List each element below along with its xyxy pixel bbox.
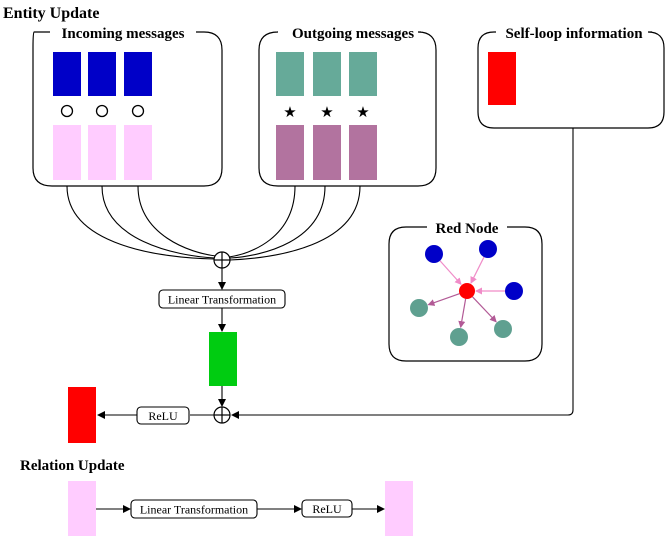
in-neighbor-node	[425, 245, 443, 263]
relation-linear-transform-label: Linear Transformation	[140, 503, 248, 517]
outgoing-entity-bar	[276, 52, 304, 96]
composition-circle-icon	[60, 104, 74, 118]
outgoing-relation-bar	[313, 125, 341, 180]
composition-star-icon: ★	[356, 105, 369, 121]
red-node-box	[388, 226, 543, 362]
self-loop-title: Self-loop information	[505, 26, 643, 42]
outgoing-messages-group: Outgoing messages ★ ★ ★	[258, 26, 437, 187]
composition-circle-icon	[131, 104, 145, 118]
incoming-relation-bar	[88, 125, 116, 180]
composition-star-icon: ★	[283, 105, 296, 121]
out-neighbor-node	[450, 328, 468, 346]
incoming-messages-group: Incoming messages	[32, 26, 223, 187]
red-node-title: Red Node	[436, 221, 499, 237]
incoming-box	[32, 31, 223, 187]
entity-update-title: Entity Update	[3, 5, 99, 22]
self-loop-box	[477, 31, 665, 129]
updated-entity-bar	[68, 387, 96, 443]
composition-circle-icon	[95, 104, 109, 118]
relation-update-title: Relation Update	[20, 458, 125, 474]
incoming-entity-bar	[124, 52, 152, 96]
incoming-entity-bar	[88, 52, 116, 96]
incoming-entity-bar	[53, 52, 81, 96]
outgoing-bottom-bars	[276, 125, 377, 180]
outgoing-entity-bar	[313, 52, 341, 96]
outgoing-relation-bar	[349, 125, 377, 180]
self-loop-group: Self-loop information	[477, 26, 665, 129]
in-neighbor-node	[505, 282, 523, 300]
out-neighbor-node	[494, 320, 512, 338]
outgoing-edge-arrow	[472, 296, 497, 323]
self-loop-connection	[231, 128, 574, 419]
transformed-entity-bar	[209, 332, 237, 386]
entity-linear-transform-label: Linear Transformation	[168, 293, 276, 307]
in-neighbor-node	[479, 240, 497, 258]
combine-sum-icon	[213, 406, 231, 424]
outgoing-box	[258, 31, 437, 187]
incoming-edge-arrow	[470, 256, 485, 284]
outgoing-top-bars	[276, 52, 377, 96]
entity-relu-label: ReLU	[148, 409, 178, 423]
red-node-group: Red Node	[388, 221, 543, 362]
relation-relu-label: ReLU	[312, 502, 342, 516]
aggregation-sum-icon	[213, 251, 231, 269]
incoming-relation-bar	[124, 125, 152, 180]
relation-output-bar	[385, 481, 413, 536]
outgoing-title: Outgoing messages	[292, 26, 414, 42]
incoming-relation-bar	[53, 125, 81, 180]
aggregation-wires	[66, 185, 361, 261]
incoming-edge-arrow	[439, 260, 462, 286]
composition-star-icon: ★	[320, 105, 333, 121]
outgoing-edge-arrow	[458, 298, 467, 329]
incoming-bottom-bars	[53, 125, 152, 180]
incoming-top-bars	[53, 52, 152, 96]
outgoing-edge-arrow	[427, 293, 460, 306]
center-red-node	[459, 283, 475, 299]
incoming-title: Incoming messages	[62, 26, 185, 42]
outgoing-entity-bar	[349, 52, 377, 96]
self-loop-bar	[488, 52, 516, 105]
relation-input-bar	[68, 481, 96, 536]
out-neighbor-node	[410, 299, 428, 317]
outgoing-relation-bar	[276, 125, 304, 180]
